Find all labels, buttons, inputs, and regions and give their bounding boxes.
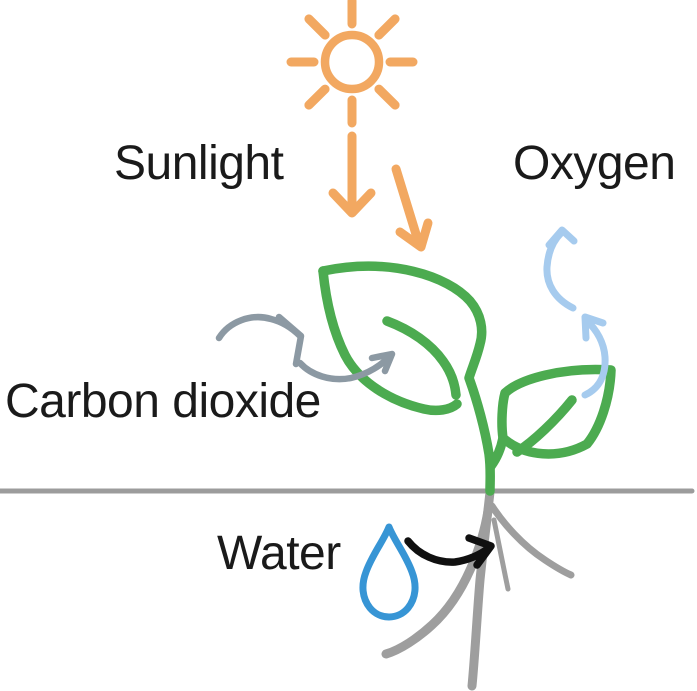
small-leaf-vein bbox=[512, 395, 577, 457]
co2-arrow-upper bbox=[215, 313, 305, 368]
root-right-branch bbox=[488, 502, 575, 579]
water-arrow bbox=[404, 534, 495, 569]
co2-arrows bbox=[215, 313, 396, 383]
small-leaf-outline bbox=[497, 364, 616, 459]
oxygen-label: Oxygen bbox=[513, 137, 676, 190]
water-label: Water bbox=[217, 527, 341, 580]
sunlight-arrow-slanted bbox=[391, 164, 433, 252]
sun-core bbox=[320, 30, 384, 94]
root-left-arc bbox=[381, 500, 494, 659]
carbon-dioxide-label: Carbon dioxide bbox=[5, 375, 321, 428]
big-leaf-bottom-edge bbox=[318, 266, 462, 416]
water-drop-icon bbox=[359, 523, 419, 621]
oxygen-arrow-upper bbox=[543, 226, 578, 312]
roots bbox=[381, 487, 575, 691]
oxygen-arrow-lower bbox=[581, 313, 609, 399]
sun-rays bbox=[286, 0, 418, 128]
sunlight-arrows bbox=[328, 131, 433, 252]
big-leaf-top-edge-and-stem bbox=[318, 261, 495, 496]
co2-arrow-lower bbox=[296, 350, 396, 383]
sun-icon bbox=[286, 0, 418, 128]
sunlight-label: Sunlight bbox=[114, 137, 284, 190]
big-leaf-vein bbox=[382, 316, 461, 400]
root-mid-branch bbox=[491, 517, 511, 592]
oxygen-arrows bbox=[543, 226, 609, 399]
sunlight-arrow-straight bbox=[328, 131, 376, 218]
plant bbox=[318, 261, 616, 496]
